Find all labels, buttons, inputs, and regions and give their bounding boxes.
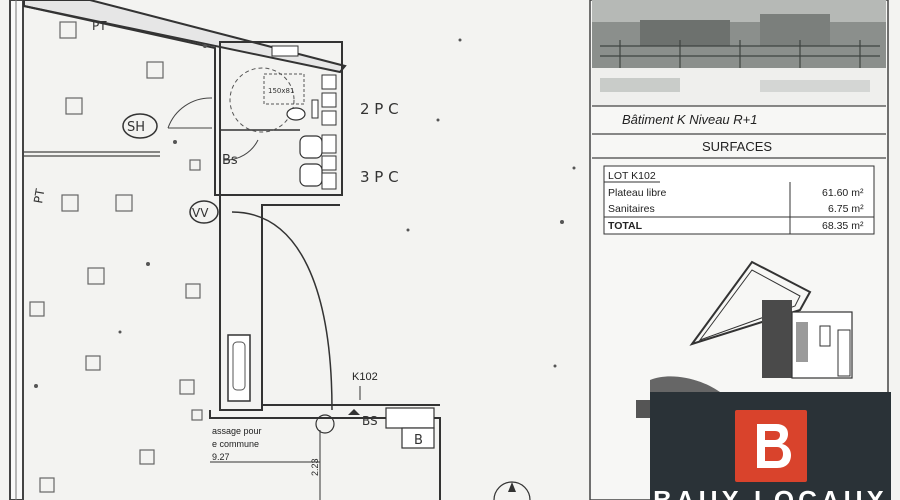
- row-plateau-label: Plateau libre: [608, 187, 667, 199]
- wc-sign: 150x81: [268, 87, 294, 95]
- row-sanitaires-value: 6.75 m²: [828, 203, 864, 215]
- passage-label-2: e commune: [212, 439, 259, 449]
- row-total-label: TOTAL: [608, 220, 643, 232]
- big-door-arc: [231, 211, 333, 411]
- sh-label: SH: [127, 120, 145, 135]
- bottom-room-wall: [209, 410, 441, 500]
- row-total-value: 68.35 m²: [822, 220, 864, 232]
- dim-horizontal: 9.27: [212, 452, 230, 462]
- sink-2: [299, 163, 323, 187]
- brand-name: BAUX LOCAUX: [653, 485, 888, 500]
- passage-label-1: assage pour: [212, 426, 262, 436]
- surfaces-table: [603, 165, 875, 235]
- pt-label-left: PT: [31, 187, 47, 204]
- pt-label-top: PT: [92, 19, 107, 33]
- lot-tag: K102: [352, 371, 378, 383]
- surfaces-title: SURFACES: [702, 139, 772, 154]
- sink-1: [299, 135, 323, 159]
- b-box-label: B: [414, 433, 423, 448]
- dim-vertical: 2.23: [310, 458, 320, 476]
- two-pc-label: 2 P C: [360, 100, 399, 118]
- vv-label: VV: [192, 206, 209, 220]
- three-pc-label: 3 P C: [360, 168, 399, 186]
- row-sanitaires-label: Sanitaires: [608, 203, 655, 215]
- door-swing-wc: [223, 139, 259, 161]
- brand-logo-icon: [735, 410, 807, 482]
- corridor-wall: [219, 195, 340, 411]
- lot-label: LOT K102: [608, 170, 656, 182]
- key-plan: [689, 260, 853, 379]
- bs-wc-label: Bs: [222, 153, 238, 168]
- toilet: [286, 107, 306, 121]
- brand-banner: BAUX LOCAUX: [650, 392, 891, 500]
- ceiling-markers: [29, 21, 203, 493]
- building-level: Bâtiment K Niveau R+1: [622, 112, 757, 127]
- row-plateau-value: 61.60 m²: [822, 187, 864, 199]
- bs-bottom: BS: [362, 414, 378, 428]
- door-swing-left: [167, 97, 213, 129]
- wc-block: [219, 41, 343, 196]
